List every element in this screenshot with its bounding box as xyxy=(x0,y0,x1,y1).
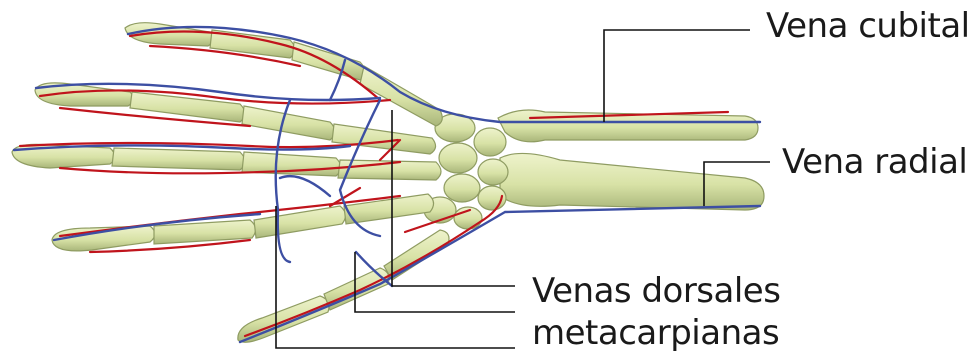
metacarpal-2 xyxy=(332,124,436,154)
thumb-distal xyxy=(238,296,329,342)
label-vena-radial: Vena radial xyxy=(782,142,967,182)
finger-bones xyxy=(12,23,449,343)
label-venas-dorsales: Venas dorsales xyxy=(532,271,780,311)
finger-2-proximal xyxy=(242,106,335,140)
label-metacarpianas: metacarpianas xyxy=(532,313,779,353)
forearm-bones xyxy=(498,110,764,210)
label-vena-cubital: Vena cubital xyxy=(766,6,970,46)
leader-vena-cubital xyxy=(604,30,750,122)
finger-3-middle xyxy=(112,148,245,170)
